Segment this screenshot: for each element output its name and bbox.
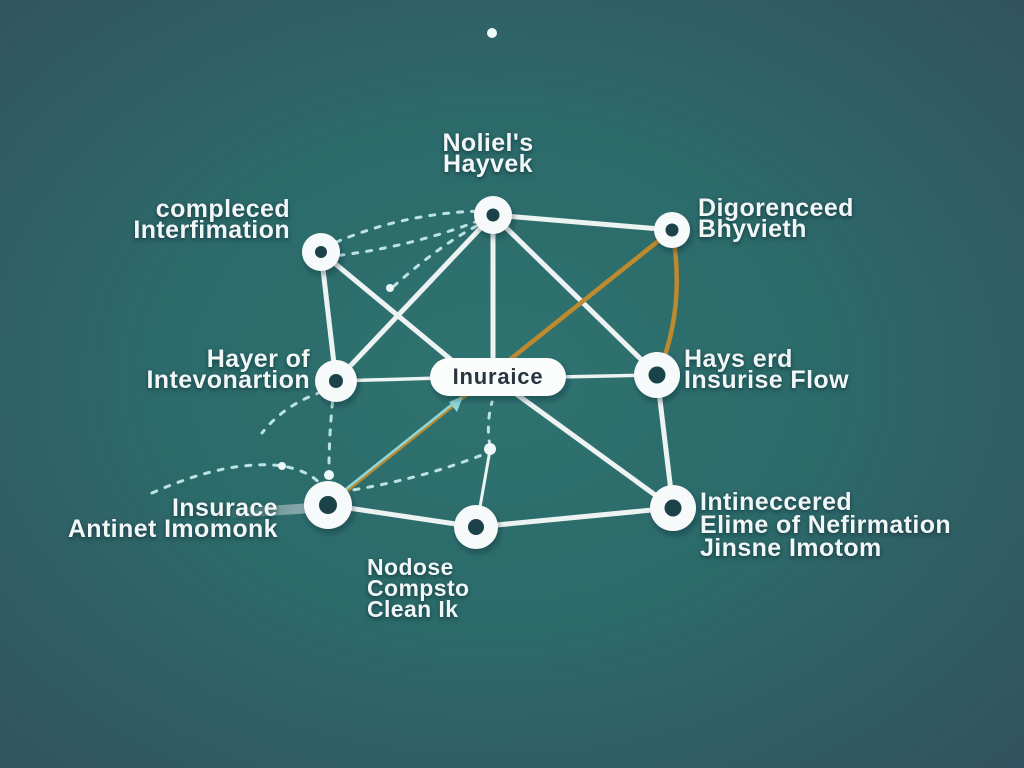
dot-arc-left bbox=[278, 462, 286, 470]
dot-center bbox=[386, 284, 394, 292]
label-line: Bhyvieth bbox=[698, 215, 807, 243]
edge-botcenter-to-botright bbox=[473, 505, 676, 530]
label-upper-left: compleced Interfimation bbox=[133, 195, 290, 244]
label-lower-left: Insurace Antinet Imomonk bbox=[67, 494, 278, 543]
dashed-edge-midleft-down bbox=[327, 386, 336, 470]
dot-top-floating bbox=[487, 28, 497, 38]
label-line: Clean Ik bbox=[367, 596, 459, 622]
label-line: Hayer of bbox=[206, 345, 310, 373]
node-lower-right bbox=[650, 485, 696, 531]
dashed-arc-right bbox=[338, 451, 489, 494]
label-line: Insurace bbox=[171, 494, 278, 522]
insurance-pill bbox=[430, 358, 566, 396]
label-line: Hayvek bbox=[443, 150, 533, 178]
insurance-pill-label: Inuraice bbox=[452, 364, 544, 389]
edge-left-to-midleft bbox=[318, 249, 339, 384]
dashed-edges bbox=[150, 209, 494, 495]
teal-arrow-edge bbox=[334, 396, 463, 499]
label-line: Elime of Nefirmation bbox=[700, 511, 952, 539]
label-lower-center: Nodose Compsto Clean Ik bbox=[367, 554, 470, 622]
label-line: Nodose bbox=[367, 554, 454, 580]
node-lower-left bbox=[304, 481, 352, 529]
edge-pill-to-botright bbox=[494, 377, 676, 511]
node-upper-left bbox=[302, 233, 340, 271]
faded-bar bbox=[217, 503, 317, 519]
label-middle-left: Hayer of Intevonartion bbox=[146, 345, 310, 394]
node-middle-right bbox=[634, 352, 680, 398]
edge-teal-botleft-to-pill bbox=[334, 400, 457, 499]
dashed-arc-left bbox=[150, 463, 326, 495]
label-line: Digorenceed bbox=[698, 194, 854, 222]
node-middle-left bbox=[315, 360, 357, 402]
node-lower-center bbox=[454, 505, 498, 549]
label-lower-right: Intineccered Elime of Nefirmation Jinsne… bbox=[700, 488, 952, 562]
label-line: Insurise Flow bbox=[684, 366, 849, 394]
dot-above-botleft bbox=[324, 470, 334, 480]
node-top-center bbox=[474, 196, 512, 234]
label-line: Compsto bbox=[367, 575, 470, 601]
label-line: Jinsne Imotom bbox=[700, 534, 882, 562]
label-top-center: Noliel's Hayvek bbox=[442, 129, 534, 178]
label-line: Hays erd bbox=[684, 345, 793, 373]
dashed-edge-dot-to-pill bbox=[486, 400, 494, 448]
label-line: Antinet Imomonk bbox=[67, 515, 278, 543]
dashed-edge-midleft-curl bbox=[260, 386, 337, 435]
label-middle-right: Hays erd Insurise Flow bbox=[684, 345, 849, 394]
label-line: Interfimation bbox=[133, 216, 290, 244]
label-line: Intineccered bbox=[700, 488, 853, 516]
label-upper-right: Digorenceed Bhyvieth bbox=[698, 194, 854, 243]
label-line: compleced bbox=[155, 195, 290, 223]
dot-above-botcenter bbox=[484, 443, 496, 455]
edge-botleft-to-botcenter bbox=[325, 502, 479, 530]
dashed-edge-left-to-top-a bbox=[321, 209, 488, 250]
edge-top-to-right bbox=[490, 212, 675, 233]
edge-top-to-midright bbox=[490, 212, 660, 378]
edge-top-to-midleft bbox=[333, 212, 496, 384]
label-line: Intevonartion bbox=[146, 366, 310, 394]
nodes bbox=[302, 196, 696, 549]
dashed-edge-left-to-top-b bbox=[323, 215, 490, 259]
small-dots bbox=[278, 28, 497, 480]
label-line: Noliel's bbox=[442, 129, 534, 157]
arrowhead-icon bbox=[449, 396, 463, 412]
node-upper-right bbox=[654, 212, 690, 248]
dashed-edge-top-to-center-dot bbox=[392, 218, 491, 288]
